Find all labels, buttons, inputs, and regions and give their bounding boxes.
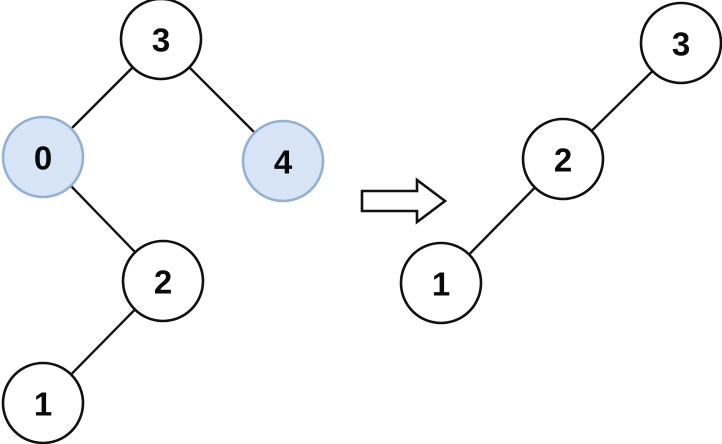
node-circle <box>639 1 722 85</box>
node-value-label: 2 <box>554 142 572 179</box>
right-tree-nodes: 3 2 1 <box>399 1 722 325</box>
node-circle <box>521 117 605 201</box>
node-value-label: 3 <box>672 26 690 63</box>
node-circle <box>1 361 85 444</box>
left-tree-nodes: 3 0 4 2 1 <box>1 0 325 444</box>
tree-edge-3-2 <box>589 69 655 133</box>
right-tree-edges <box>467 69 655 257</box>
tree-node-2[interactable]: 2 <box>521 117 605 201</box>
node-value-label: 2 <box>154 264 172 301</box>
node-circle <box>241 119 325 203</box>
tree-node-2[interactable]: 2 <box>121 239 205 323</box>
node-value-label: 0 <box>34 140 52 177</box>
node-value-label: 3 <box>152 22 170 59</box>
node-circle <box>399 241 483 325</box>
tree-node-3[interactable]: 3 <box>639 1 722 85</box>
tree-node-0-highlighted[interactable]: 0 <box>1 115 85 199</box>
tree-edge-3-0 <box>69 65 135 131</box>
tree-edge-2-1 <box>69 307 137 377</box>
node-value-label: 1 <box>432 266 450 303</box>
node-value-label: 4 <box>274 144 293 181</box>
tree-node-3[interactable]: 3 <box>119 0 203 81</box>
node-circle <box>119 0 203 81</box>
tree-edge-3-4 <box>187 65 257 135</box>
transform-arrow <box>360 177 448 225</box>
left-tree-edges <box>68 65 257 377</box>
node-value-label: 1 <box>34 386 52 423</box>
node-circle <box>1 115 85 199</box>
tree-node-1[interactable]: 1 <box>1 361 85 444</box>
tree-node-4-highlighted[interactable]: 4 <box>241 119 325 203</box>
tree-edge-2-1 <box>467 185 537 257</box>
tree-edge-0-2 <box>68 183 138 255</box>
node-circle <box>121 239 205 323</box>
right-arrow-icon <box>360 177 448 225</box>
tree-node-1[interactable]: 1 <box>399 241 483 325</box>
